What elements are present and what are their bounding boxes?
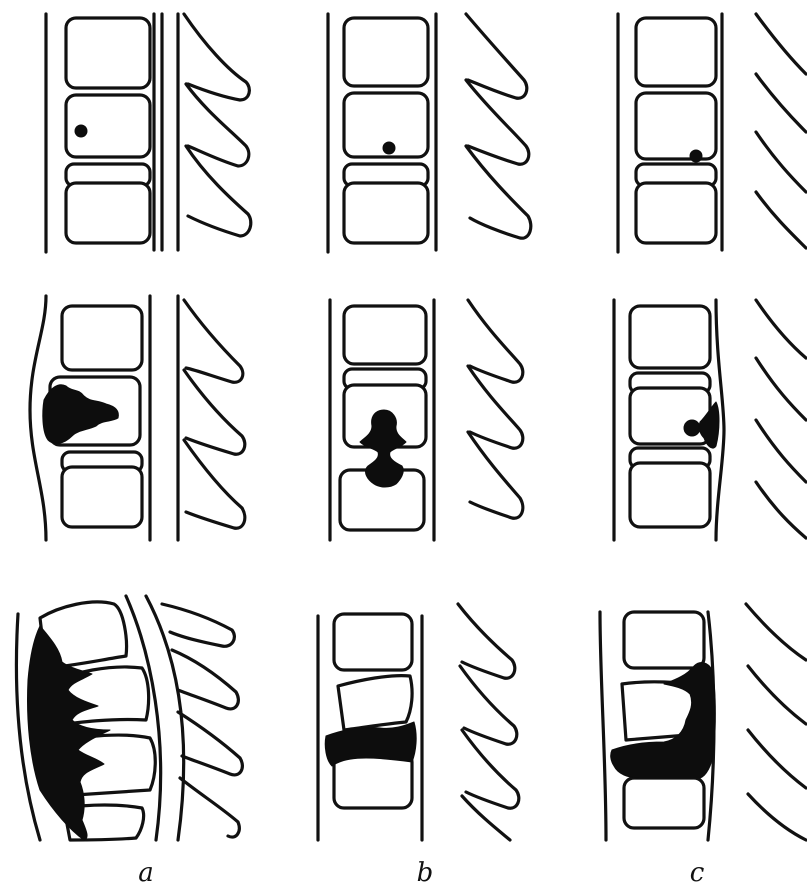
panel-a-row1 (46, 14, 251, 252)
panel-a-row3 (16, 596, 242, 840)
lesion-dot-c1 (690, 150, 702, 162)
panel-b-row1 (328, 14, 531, 252)
column-label-a: a (138, 860, 154, 886)
column-label-b: b (417, 860, 434, 886)
panel-c-row1 (618, 14, 806, 252)
lesion-dot-a1 (75, 125, 87, 137)
panel-c-row2 (614, 300, 806, 540)
lesion-dot-c2 (684, 420, 700, 436)
panel-b-row3 (318, 604, 519, 840)
panel-b-row2 (330, 300, 523, 540)
panel-a-row2 (30, 296, 245, 540)
lesion-dot-b1 (383, 142, 395, 154)
column-label-c: c (690, 860, 705, 886)
panel-c-row3 (600, 604, 806, 840)
